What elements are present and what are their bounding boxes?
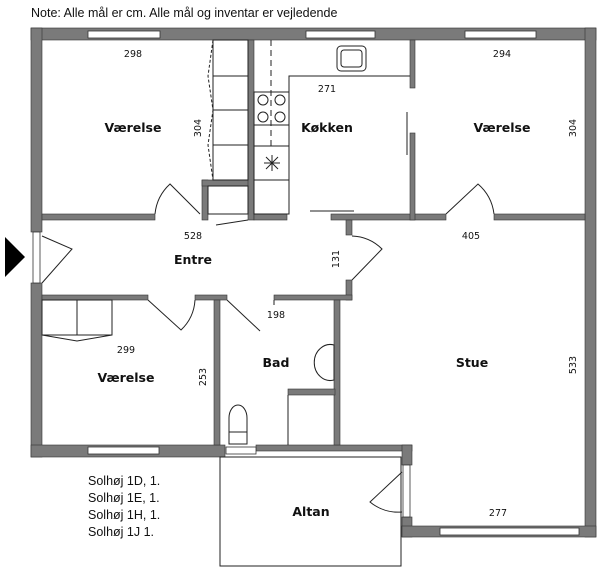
altan-label: Altan <box>292 504 329 519</box>
vaerelse-sw-label: Værelse <box>98 370 155 385</box>
vaerelse-nw-depth: 304 <box>193 119 204 137</box>
kitchen-sink-icon <box>336 45 367 72</box>
bad-label: Bad <box>263 355 290 370</box>
walls <box>30 27 597 538</box>
entre-depth: 131 <box>331 250 342 268</box>
stue-label: Stue <box>456 355 488 370</box>
entrance-arrow-icon <box>5 237 25 277</box>
address-list: Solhøj 1D, 1. Solhøj 1E, 1. Solhøj 1H, 1… <box>88 473 160 541</box>
stue-width-top: 405 <box>462 231 480 242</box>
doors <box>41 112 495 513</box>
entre-width: 528 <box>184 231 202 242</box>
stove-icon <box>257 94 286 123</box>
vaerelse-sw-depth: 253 <box>198 368 209 386</box>
entre-label: Entre <box>174 252 212 267</box>
vaerelse-ne-width: 294 <box>493 49 511 60</box>
vaerelse-ne-depth: 304 <box>568 119 579 137</box>
address-item: Solhøj 1D, 1. <box>88 474 161 488</box>
windows <box>32 30 580 536</box>
furniture <box>41 39 410 567</box>
toilet-icon <box>228 404 248 445</box>
stue-width-bottom: 277 <box>489 508 507 519</box>
vaerelse-nw-label: Værelse <box>105 120 162 135</box>
kokken-label: Køkken <box>301 120 353 135</box>
bad-width: 198 <box>267 310 285 321</box>
balcony-outline <box>219 456 402 567</box>
kokken-width: 271 <box>318 84 336 95</box>
bathroom-sink-icon <box>313 344 335 381</box>
vaerelse-nw-width: 298 <box>124 49 142 60</box>
vaerelse-ne-label: Værelse <box>474 120 531 135</box>
drain-icon <box>264 155 280 171</box>
vaerelse-sw-width: 299 <box>117 345 135 356</box>
address-item: Solhøj 1J 1. <box>88 525 155 539</box>
address-item: Solhøj 1E, 1. <box>88 491 160 505</box>
room-labels: 298 Værelse 304 271 Køkken 294 Værelse 3… <box>98 49 579 519</box>
address-item: Solhøj 1H, 1. <box>88 508 161 522</box>
plan-note: Note: Alle mål er cm. Alle mål og invent… <box>31 6 338 20</box>
stue-depth: 533 <box>568 356 579 374</box>
